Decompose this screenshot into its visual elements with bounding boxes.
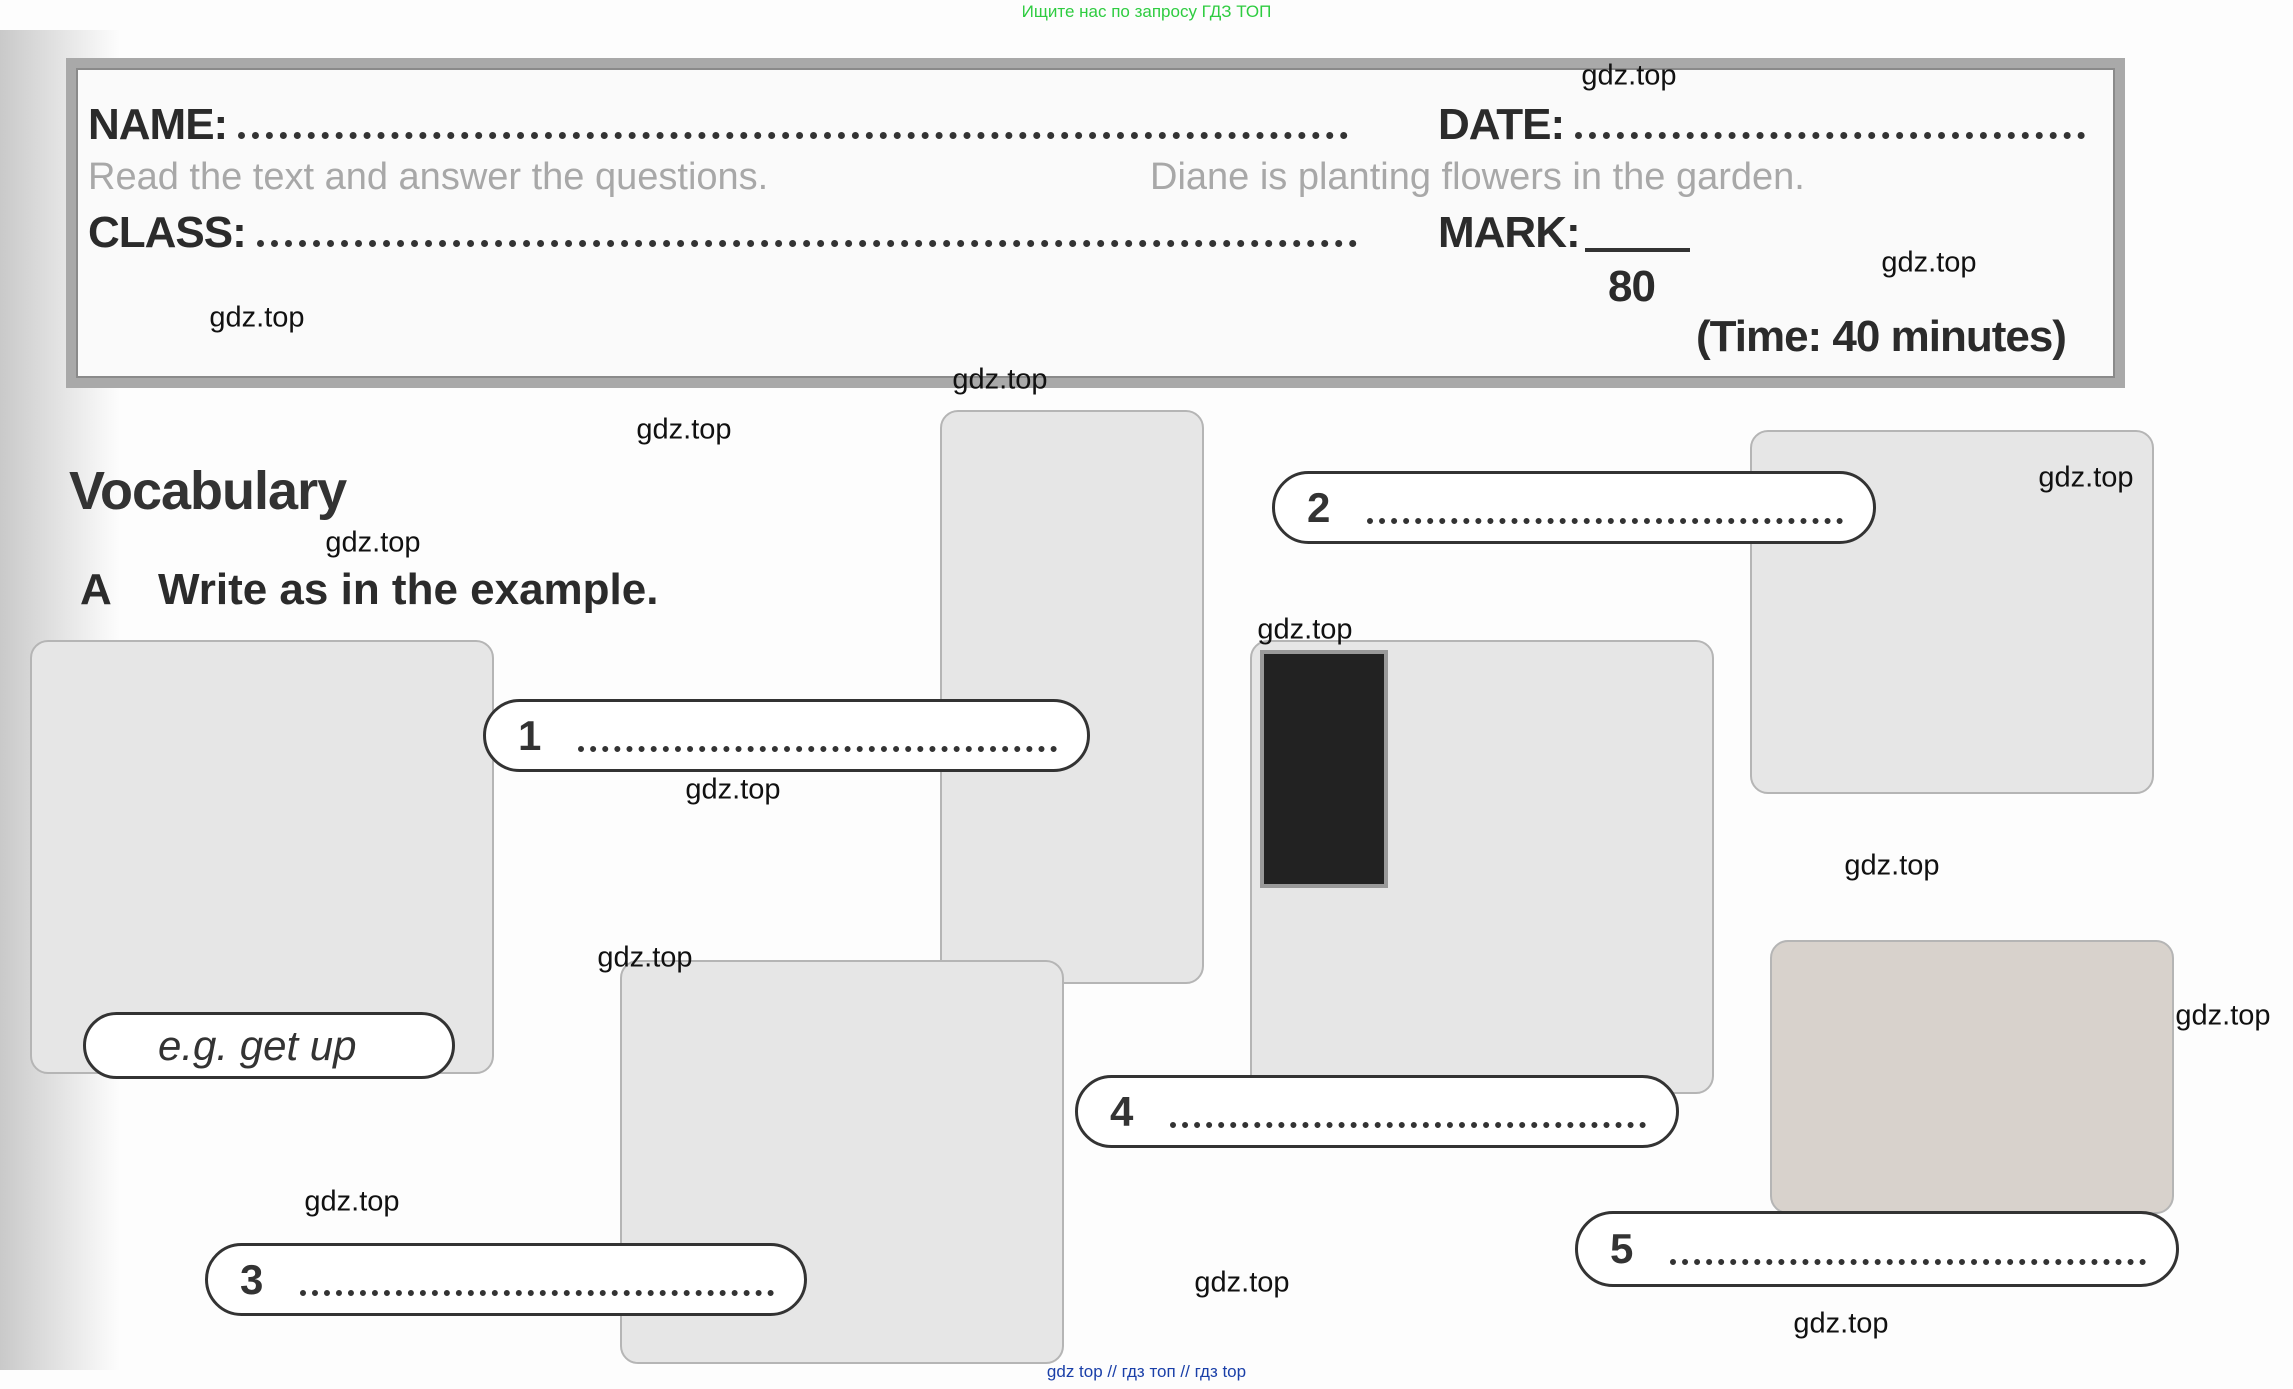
mark-label: MARK: xyxy=(1438,208,1581,257)
answer-number: 5 xyxy=(1610,1225,1634,1272)
answer-dotted-line xyxy=(300,1264,774,1296)
answer-number: 4 xyxy=(1110,1087,1134,1135)
time-limit: (Time: 40 minutes) xyxy=(1696,312,2067,361)
example-text: e.g. get up xyxy=(158,1021,357,1069)
date-field[interactable]: DATE: xyxy=(1438,100,2086,150)
watermark: gdz.top xyxy=(1844,849,1940,882)
class-field[interactable]: CLASS: xyxy=(88,208,1358,258)
class-label: CLASS: xyxy=(88,208,247,257)
mark-line xyxy=(1585,248,1690,252)
answer-number: 1 xyxy=(518,711,542,759)
watermark: gdz.top xyxy=(1194,1266,1290,1299)
answer-dotted-line xyxy=(578,720,1057,752)
watermark: gdz.top xyxy=(597,941,693,974)
name-dotted-line xyxy=(238,122,1349,139)
illustration-woman-eating xyxy=(1750,430,2154,794)
student-info-box xyxy=(66,58,2125,388)
illustration-woman-watching-tv xyxy=(1770,940,2174,1214)
bleed-through-text: Read the text and answer the questions. xyxy=(88,156,769,198)
top-note: Ищите нас по запросу ГДЗ ТОП xyxy=(1021,2,1272,21)
answer-dotted-line xyxy=(1367,492,1843,524)
watermark: gdz.top xyxy=(304,1185,400,1218)
night-window xyxy=(1260,650,1388,888)
answer-field-4[interactable]: 4 xyxy=(1075,1075,1679,1148)
mark-total: 80 xyxy=(1608,262,1656,311)
task-instruction: Write as in the example. xyxy=(158,565,659,614)
name-field[interactable]: NAME: xyxy=(88,100,1349,150)
answer-number: 2 xyxy=(1307,483,1331,531)
class-dotted-line xyxy=(257,230,1358,247)
answer-dotted-line xyxy=(1170,1096,1646,1128)
watermark: gdz.top xyxy=(1257,613,1353,646)
footer-links[interactable]: gdz top // гдз топ // гдз top xyxy=(1046,1362,1247,1381)
watermark: gdz.top xyxy=(1881,246,1977,279)
section-title: Vocabulary xyxy=(69,461,347,521)
watermark: gdz.top xyxy=(685,773,781,806)
answer-field-1[interactable]: 1 xyxy=(483,699,1090,772)
watermark: gdz.top xyxy=(2038,461,2134,494)
date-label: DATE: xyxy=(1438,100,1565,149)
illustration-girl-gardening xyxy=(940,410,1204,984)
bleed-through-text: Diane is planting flowers in the garden. xyxy=(1150,156,1805,198)
watermark: gdz.top xyxy=(209,301,305,334)
date-dotted-line xyxy=(1575,122,2086,139)
answer-field-3[interactable]: 3 xyxy=(205,1243,807,1316)
watermark: gdz.top xyxy=(325,526,421,559)
watermark: gdz.top xyxy=(952,363,1048,396)
watermark: gdz.top xyxy=(2175,999,2271,1032)
watermark: gdz.top xyxy=(636,413,732,446)
answer-field-5[interactable]: 5 xyxy=(1575,1211,2179,1287)
name-label: NAME: xyxy=(88,100,228,149)
answer-field-2[interactable]: 2 xyxy=(1272,471,1876,544)
answer-dotted-line xyxy=(1670,1233,2146,1265)
illustration-girl-waking-up xyxy=(30,640,494,1074)
answer-number: 3 xyxy=(240,1255,264,1303)
example-answer: e.g. get up xyxy=(83,1012,455,1079)
task-letter: A xyxy=(80,565,112,614)
watermark: gdz.top xyxy=(1793,1307,1889,1340)
watermark: gdz.top xyxy=(1581,59,1677,92)
